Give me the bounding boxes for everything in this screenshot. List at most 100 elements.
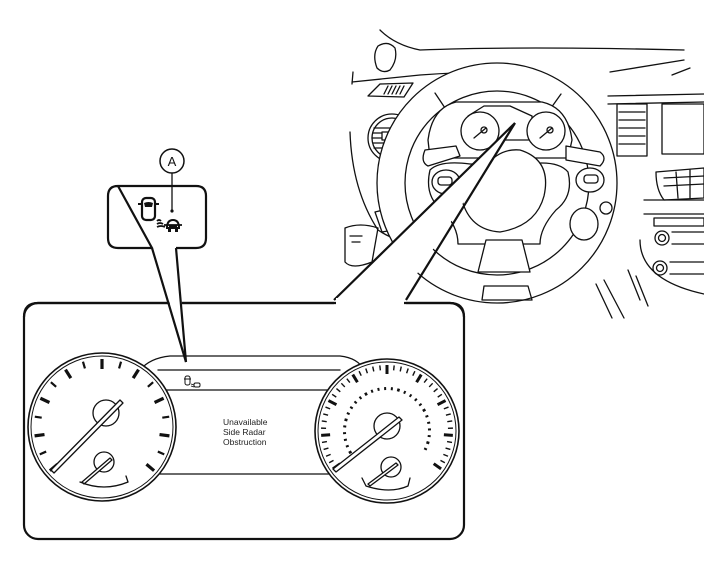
knob-inner2 bbox=[655, 263, 665, 273]
gauge-dot bbox=[343, 438, 348, 442]
right-subgauge-needle bbox=[367, 462, 399, 487]
defrost-vent-slats bbox=[383, 85, 405, 95]
gauge-tick bbox=[321, 440, 328, 444]
gauge-tick bbox=[327, 399, 338, 407]
gauge-dot bbox=[353, 400, 358, 405]
center-vent-slats bbox=[618, 111, 646, 145]
gauge-tick bbox=[432, 462, 442, 471]
left-stalk bbox=[422, 145, 461, 167]
mini-hub-right bbox=[546, 126, 554, 134]
gauge-tick bbox=[147, 381, 154, 388]
stack-lines bbox=[669, 231, 704, 275]
center-display: Unavailable Side Radar Obstruction bbox=[139, 355, 365, 475]
gauge-dot bbox=[364, 392, 368, 396]
gauge-tick bbox=[415, 373, 423, 384]
gauge-dot bbox=[425, 414, 429, 418]
gauge-tick bbox=[118, 361, 123, 369]
gauge-dot bbox=[396, 388, 401, 392]
gauge-tick bbox=[340, 382, 346, 388]
gauge-tick bbox=[34, 432, 45, 438]
pointer-line-right bbox=[405, 122, 516, 301]
gauge-tick bbox=[321, 433, 331, 437]
gauge-tick bbox=[447, 420, 453, 423]
climate-knob-lower bbox=[652, 260, 668, 276]
gauge-dot bbox=[349, 406, 354, 410]
left-gauge-ticks bbox=[34, 359, 170, 472]
left-gauge-outer-ring bbox=[27, 352, 177, 502]
gauge-tick bbox=[323, 447, 329, 451]
mini-gauge-right bbox=[526, 111, 566, 151]
left-subgauge-arc bbox=[79, 475, 129, 488]
gauge-dot bbox=[414, 397, 418, 402]
right-dash-mark bbox=[671, 67, 691, 76]
gauge-tick bbox=[157, 450, 165, 456]
right-spoke-button bbox=[583, 174, 599, 184]
gauge-dot bbox=[346, 412, 351, 416]
gauge-tick bbox=[436, 399, 447, 407]
callout-tail-left bbox=[150, 247, 188, 363]
gauge-tick bbox=[445, 413, 451, 416]
side-radar-obstruction-icon bbox=[138, 196, 182, 232]
gauge-tick bbox=[433, 388, 439, 393]
gauge-tick bbox=[372, 366, 375, 372]
callout-box bbox=[106, 184, 208, 250]
gauge-tick bbox=[331, 393, 337, 398]
gauge-tick bbox=[64, 368, 73, 379]
gauge-tick bbox=[346, 378, 351, 384]
gauge-dot bbox=[422, 408, 427, 413]
left-gauge-inner-ring bbox=[30, 355, 174, 499]
right-dash-edge bbox=[609, 59, 685, 73]
mini-needle-right bbox=[539, 127, 553, 139]
gauge-tick bbox=[443, 453, 449, 457]
center-screen bbox=[661, 103, 704, 155]
stack-divider bbox=[643, 199, 704, 215]
gauge-tick bbox=[365, 368, 369, 374]
right-subgauge-arc bbox=[361, 477, 411, 491]
right-gauge-dotted-scale bbox=[343, 386, 432, 455]
gauge-tick bbox=[399, 366, 402, 372]
pointer-line-left bbox=[333, 122, 516, 301]
console-curve bbox=[639, 239, 704, 295]
right-paddle bbox=[569, 207, 599, 241]
gauge-tick bbox=[335, 388, 341, 393]
knob-inner bbox=[657, 233, 667, 243]
lower-rim-panel bbox=[481, 285, 533, 301]
gauge-tick bbox=[328, 459, 334, 464]
gauge-dot bbox=[344, 418, 348, 422]
gauge-tick bbox=[351, 373, 359, 384]
display-warning-icon bbox=[184, 375, 201, 388]
gauge-dot bbox=[423, 447, 428, 451]
left-switch-marks bbox=[349, 235, 363, 243]
left-spoke-button bbox=[437, 176, 453, 186]
gauge-dot bbox=[426, 441, 430, 445]
callout-tail-right bbox=[174, 247, 188, 363]
right-gauge-needle bbox=[332, 416, 403, 473]
console-lines bbox=[627, 269, 649, 307]
gauge-tick bbox=[39, 396, 51, 404]
gauge-tick bbox=[358, 370, 362, 377]
callout-label-circle bbox=[159, 148, 185, 174]
inset-top-right-edge bbox=[406, 301, 466, 318]
dash-top-line bbox=[379, 29, 685, 51]
center-stack-top bbox=[607, 93, 704, 97]
gauge-tick bbox=[423, 378, 428, 384]
gauge-tick bbox=[34, 415, 42, 419]
gauge-tick bbox=[323, 413, 329, 416]
mini-gauge-left bbox=[460, 111, 500, 151]
side-window bbox=[374, 42, 397, 73]
right-gauge-inner-ring bbox=[317, 361, 457, 501]
left-gauge-hub bbox=[92, 399, 120, 427]
gauge-tick bbox=[440, 459, 446, 464]
gauge-tick bbox=[428, 382, 434, 388]
display-message-line-3: Obstruction bbox=[223, 437, 267, 447]
dash-edge-mark bbox=[351, 71, 354, 85]
right-gauge bbox=[314, 358, 460, 504]
left-knee-panel bbox=[344, 224, 379, 267]
left-gauge-needle bbox=[50, 399, 124, 474]
callout-bubble: A bbox=[106, 148, 208, 363]
gauge-dot bbox=[427, 421, 431, 425]
gauge-tick bbox=[379, 365, 382, 371]
callout-label-a: A bbox=[168, 154, 177, 169]
gauge-tick bbox=[39, 450, 47, 456]
steering-column bbox=[595, 279, 625, 319]
